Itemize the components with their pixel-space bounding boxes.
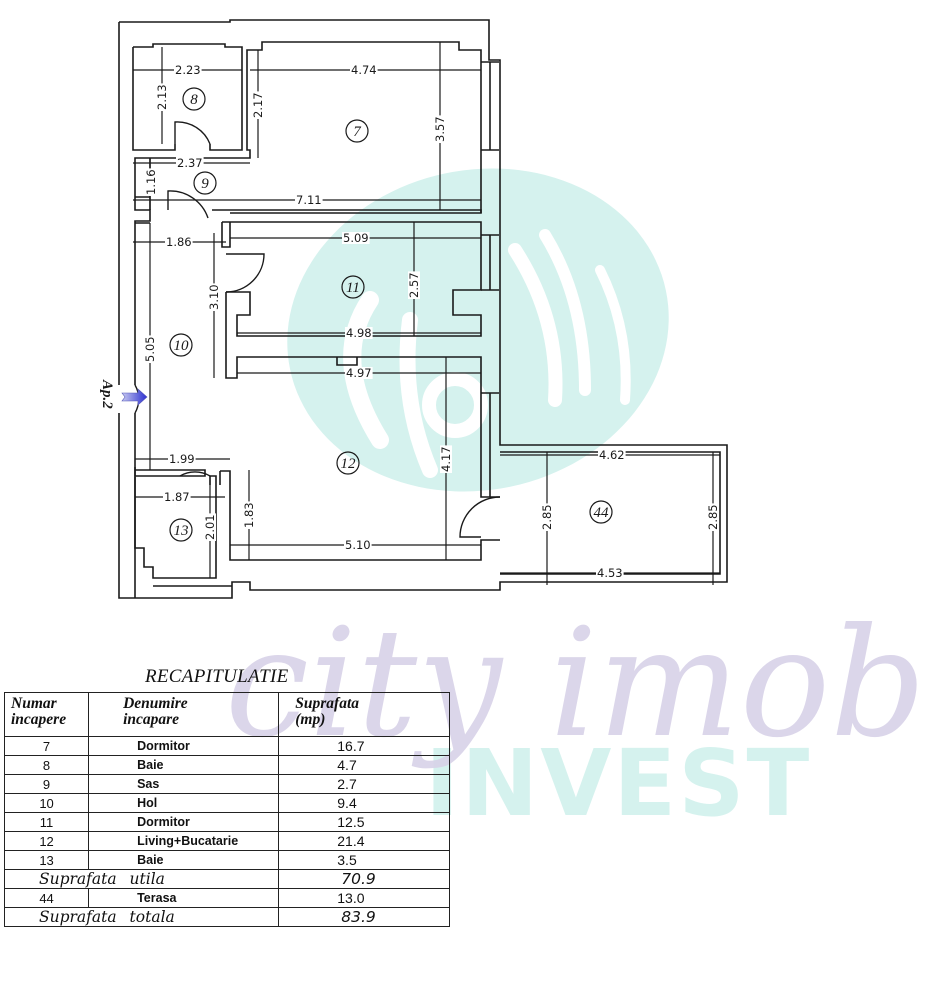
cell-name: Hol bbox=[88, 793, 280, 813]
cell-area: 9.4 bbox=[278, 793, 450, 813]
dimension-label: 1.83 bbox=[242, 502, 256, 528]
dimension-label: 4.62 bbox=[599, 448, 625, 462]
dimension-label: 2.23 bbox=[175, 63, 201, 77]
table-row: 10 Hol 9.4 bbox=[3, 793, 450, 813]
dimension-label: 1.99 bbox=[169, 452, 195, 466]
cell-name: Dormitor bbox=[88, 812, 280, 832]
dimension-label: 4.74 bbox=[351, 63, 377, 77]
usable-area-label: Suprafata utila bbox=[3, 869, 280, 889]
usable-area-value: 70.9 bbox=[278, 869, 450, 889]
entrance-arrow-icon bbox=[121, 388, 148, 406]
cell-number: 44 bbox=[3, 888, 90, 908]
dimension-label: 1.86 bbox=[166, 235, 192, 249]
cell-name: Baie bbox=[88, 850, 280, 870]
room-11-marker: 11 bbox=[341, 275, 365, 299]
dimension-label: 5.09 bbox=[343, 231, 369, 245]
room-10-marker: 10 bbox=[169, 333, 193, 357]
total-area-label: Suprafata totala bbox=[3, 907, 280, 927]
svg-text:11: 11 bbox=[346, 280, 360, 296]
watermark-logo-icon bbox=[287, 168, 669, 492]
dimension-label: 2.85 bbox=[540, 504, 554, 530]
doors bbox=[134, 121, 501, 538]
svg-text:13: 13 bbox=[174, 523, 189, 539]
cell-area: 16.7 bbox=[278, 736, 450, 756]
dimension-label: 2.57 bbox=[407, 272, 421, 298]
cell-number: 8 bbox=[3, 755, 90, 775]
svg-text:10: 10 bbox=[174, 338, 190, 354]
terrace-row: 44 Terasa 13.0 bbox=[3, 888, 450, 908]
cell-area: 13.0 bbox=[278, 888, 450, 908]
cell-area: 3.5 bbox=[278, 850, 450, 870]
cell-name: Terasa bbox=[88, 888, 280, 908]
total-area-value: 83.9 bbox=[278, 907, 450, 927]
svg-text:44: 44 bbox=[594, 505, 610, 521]
usable-area-row: Suprafata utila 70.9 bbox=[3, 869, 450, 889]
dimension-label: 5.10 bbox=[345, 538, 371, 552]
svg-text:12: 12 bbox=[341, 456, 357, 472]
table-row: 8 Baie 4.7 bbox=[3, 755, 450, 775]
cell-number: 7 bbox=[3, 736, 90, 756]
cell-name: Dormitor bbox=[88, 736, 280, 756]
cell-area: 21.4 bbox=[278, 831, 450, 851]
dimension-label: 2.01 bbox=[203, 514, 217, 540]
recap-title: RECAPITULATIE bbox=[145, 666, 289, 687]
cell-area: 12.5 bbox=[278, 812, 450, 832]
svg-text:7: 7 bbox=[353, 124, 362, 140]
dimension-label: 4.17 bbox=[439, 446, 453, 472]
total-area-row: Suprafata totala 83.9 bbox=[3, 907, 450, 927]
dimension-label: 4.98 bbox=[346, 326, 372, 340]
table-row: 13 Baie 3.5 bbox=[3, 850, 450, 870]
room-12-marker: 12 bbox=[336, 451, 360, 475]
dimension-label: 1.87 bbox=[164, 490, 190, 504]
room-8-marker: 8 bbox=[182, 87, 206, 111]
cell-number: 9 bbox=[3, 774, 90, 794]
table-row: 9 Sas 2.7 bbox=[3, 774, 450, 794]
table-row: 12 Living+Bucatarie 21.4 bbox=[3, 831, 450, 851]
dimension-label: 3.57 bbox=[433, 116, 447, 142]
entrance-label: Ap.2 bbox=[99, 379, 115, 409]
dimension-label: 2.37 bbox=[177, 156, 203, 170]
dimension-label: 4.53 bbox=[597, 566, 623, 580]
table-row: 7 Dormitor 16.7 bbox=[3, 736, 450, 756]
cell-name: Living+Bucatarie bbox=[88, 831, 280, 851]
dimension-label: 5.05 bbox=[143, 336, 157, 362]
table-row: 11 Dormitor 12.5 bbox=[3, 812, 450, 832]
dimension-label: 3.10 bbox=[207, 284, 221, 310]
dimension-label: 2.13 bbox=[155, 84, 169, 110]
dimension-label: 7.11 bbox=[296, 193, 322, 207]
cell-number: 12 bbox=[3, 831, 90, 851]
room-numbers: 7 8 9 10 11 12 13 44 bbox=[169, 87, 613, 542]
cell-number: 11 bbox=[3, 812, 90, 832]
cell-name: Baie bbox=[88, 755, 280, 775]
dimension-label: 1.16 bbox=[144, 169, 158, 195]
room-44-marker: 44 bbox=[589, 500, 613, 524]
cell-area: 2.7 bbox=[278, 774, 450, 794]
dimension-label: 4.97 bbox=[346, 366, 372, 380]
cell-number: 13 bbox=[3, 850, 90, 870]
header-area: Suprafata(mp) bbox=[278, 692, 450, 737]
watermark-invest-text: INVEST bbox=[425, 730, 811, 837]
cell-name: Sas bbox=[88, 774, 280, 794]
dimension-label: 2.17 bbox=[251, 92, 265, 118]
svg-text:9: 9 bbox=[201, 176, 209, 192]
room-13-marker: 13 bbox=[169, 518, 193, 542]
svg-text:8: 8 bbox=[190, 92, 198, 108]
dimension-labels: 2.23 4.74 2.13 2.17 3.57 2.37 1.16 7.11 … bbox=[143, 63, 720, 580]
room-9-marker: 9 bbox=[193, 171, 217, 195]
room-7-marker: 7 bbox=[345, 119, 369, 143]
dimension-label: 2.85 bbox=[706, 504, 720, 530]
cell-number: 10 bbox=[3, 793, 90, 813]
cell-area: 4.7 bbox=[278, 755, 450, 775]
